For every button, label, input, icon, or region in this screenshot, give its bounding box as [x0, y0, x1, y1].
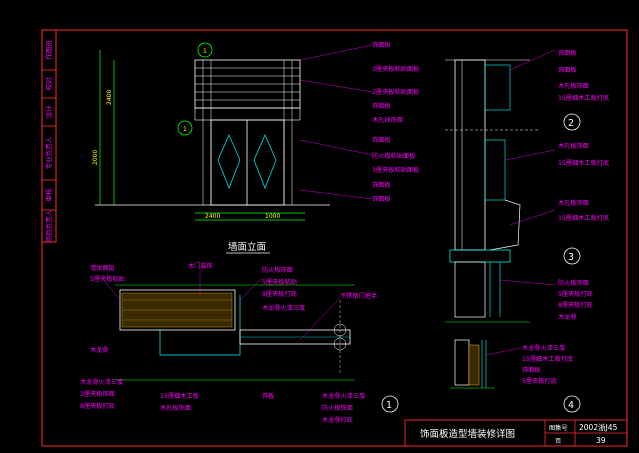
note: 15厘细木工板打底 — [558, 214, 609, 222]
side-strip-cell: 校对 — [44, 77, 53, 91]
detail-4 — [450, 339, 521, 389]
note: 15厘细木工板 — [160, 392, 199, 400]
note: 饰板 — [262, 392, 274, 400]
drawing-title: 饰面板造型墙装修详图 — [420, 428, 515, 440]
note: 木龙骨 — [90, 346, 109, 354]
dimension-left-total: 2000 — [92, 150, 99, 165]
note: 木龙骨火漆三度 — [262, 304, 305, 312]
note: 5厘夹板打底 — [522, 377, 557, 385]
note: 饰面板 — [372, 102, 391, 110]
page-label: 页 — [555, 438, 561, 445]
elevation-callout-b: 1 — [183, 126, 187, 133]
section-markers: 2 3 4 1 — [381, 113, 581, 413]
dimension-bottom-1: 2400 — [205, 213, 220, 220]
note: 3厘夹板粘贴面板 — [372, 166, 419, 174]
note: 木孔板饰面 — [558, 142, 589, 150]
note: 9厘夹板打底 — [262, 290, 297, 298]
note: 饰面板 — [522, 366, 541, 374]
dimension-bottom-2: 1000 — [265, 213, 280, 220]
note: 15厘细木工板打底 — [558, 159, 609, 167]
note: 墙体面层 — [90, 264, 115, 272]
note: 5厘夹板粘贴 — [262, 278, 297, 286]
note: 饰面板 — [558, 49, 577, 57]
note: 饰面板 — [372, 136, 391, 144]
note: 防火板饰面 — [262, 266, 293, 274]
note: 木龙骨火漆三度 — [522, 344, 565, 352]
dimension-left-upper: 2400 — [106, 90, 113, 105]
plan-section — [104, 270, 355, 381]
note: 木龙骨 — [558, 313, 577, 321]
side-strip-cell: 审核 — [44, 188, 53, 202]
note: 防火板饰面 — [558, 279, 589, 287]
note: 不锈钢门把手 — [340, 292, 377, 300]
note: 3厘夹板粘贴面板 — [372, 65, 419, 73]
side-strip-cell: 项目负责人 — [44, 209, 53, 242]
plan-notes: 墙体面层 5厘夹板粘贴 木龙骨 木龙骨火漆三度 3厘夹板饰面 8厘夹板打底 木门… — [80, 262, 377, 424]
note: 木门装饰 — [188, 262, 213, 270]
section-notes: 饰面板 饰面板 木孔板饰面 15厘细木工板打底 木孔板饰面 15厘细木工板打底 … — [558, 49, 609, 321]
note: 15厘细木工板打底 — [558, 94, 609, 102]
wall-elevation: 2000 2400 2400 1000 1 1 墙面立面 — [92, 42, 373, 254]
note: 木孔板饰面 — [558, 199, 589, 207]
title-block: 饰面板造型墙装修详图 图集号 2002浙J45 页 39 — [404, 419, 628, 447]
note: 5厘夹板打底 — [558, 290, 593, 298]
elevation-caption: 墙面立面 — [228, 241, 266, 253]
section-marker: 2 — [568, 118, 574, 129]
note: 木孔板饰面 — [558, 82, 589, 90]
atlas-label: 图集号 — [549, 424, 568, 432]
note: 防火板粘贴面板 — [372, 152, 415, 160]
section-marker: 1 — [386, 400, 392, 411]
vertical-section — [445, 49, 556, 323]
note: 3厘夹板饰面 — [80, 390, 115, 398]
note: 2厘夹板粘贴面板 — [372, 88, 419, 96]
note: 饰面板 — [558, 66, 577, 74]
note: 木龙骨火漆三度 — [80, 378, 123, 386]
page-number: 39 — [596, 436, 606, 445]
elevation-callout-a: 1 — [203, 48, 207, 55]
section-marker: 4 — [568, 400, 574, 411]
note: 8厘夹板打底 — [558, 301, 593, 309]
atlas-number: 2002浙J45 — [579, 422, 618, 432]
note: 木龙骨打底 — [322, 416, 353, 424]
side-strip-cell: 设计 — [44, 105, 53, 119]
side-strip-cell: 作图员 — [44, 40, 53, 60]
note: 饰面板 — [372, 195, 391, 203]
note: 木龙骨火漆三度 — [322, 392, 365, 400]
section-marker: 3 — [568, 252, 574, 263]
detail-4-notes: 木龙骨火漆三度 15厘细木工板打底 饰面板 5厘夹板打底 — [522, 344, 573, 385]
note: 饰面板 — [372, 181, 391, 189]
note: 15厘细木工板打底 — [522, 355, 573, 363]
side-strip-cell: 专业负责人 — [44, 136, 53, 169]
note: 木孔板饰面 — [160, 404, 191, 412]
note: 防火板饰面 — [322, 404, 353, 412]
note: 5厘夹板粘贴 — [90, 275, 125, 283]
elevation-notes: 饰面板 3厘夹板粘贴面板 2厘夹板粘贴面板 饰面板 木孔线饰面 饰面板 防火板粘… — [372, 41, 419, 203]
side-strip: 作图员 校对 设计 专业负责人 审核 项目负责人 — [41, 29, 57, 243]
note: 饰面板 — [372, 41, 391, 49]
note: 8厘夹板打底 — [80, 402, 115, 410]
note: 木孔线饰面 — [372, 116, 403, 124]
